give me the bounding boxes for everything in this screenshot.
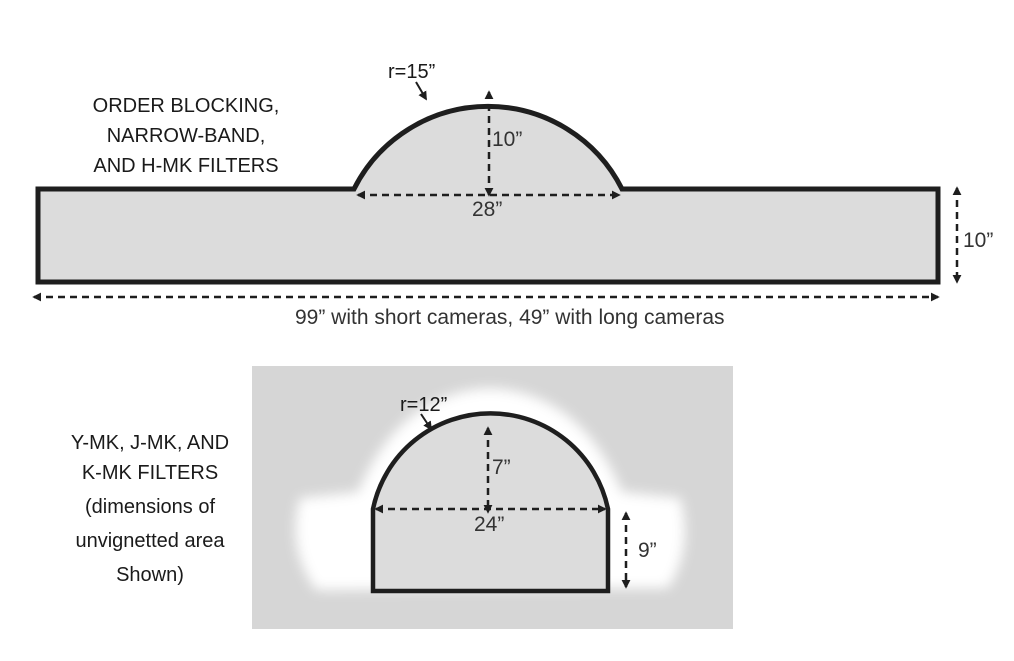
bottom-filter-caption: Y-MK, J-MK, AND K-MK FILTERS (dimensions…: [71, 432, 229, 586]
bottom-dome-width-label: 24”: [474, 513, 504, 536]
top-length-label: 99” with short cameras, 49” with long ca…: [295, 306, 725, 329]
top-caption-line: ORDER BLOCKING,: [93, 95, 280, 117]
top-radius-pointer: [415, 81, 427, 101]
top-filter-caption: ORDER BLOCKING, NARROW-BAND, AND H-MK FI…: [93, 95, 280, 177]
bottom-caption-line: (dimensions of: [85, 496, 216, 518]
bottom-caption-line: K-MK FILTERS: [82, 462, 218, 484]
bottom-radius-pointer: [420, 413, 432, 431]
top-caption-line: AND H-MK FILTERS: [93, 155, 278, 177]
top-filter-group: r=15” 10” 28” 10” 99” with short cameras…: [32, 61, 993, 329]
bottom-radius-label: r=12”: [400, 394, 447, 416]
bottom-caption-line: unvignetted area: [75, 530, 225, 552]
bottom-caption-line: Y-MK, J-MK, AND: [71, 432, 229, 454]
bottom-body-height-label: 9”: [638, 539, 657, 562]
top-dome-height-label: 10”: [492, 128, 522, 151]
top-radius-label: r=15”: [388, 61, 435, 83]
bottom-caption-line: Shown): [116, 564, 184, 586]
bottom-filter-group: r=12” 7” 24” 9” Y-MK, J-MK, AND K-MK FIL…: [71, 366, 733, 629]
top-caption-line: NARROW-BAND,: [107, 125, 266, 147]
top-body-height-label: 10”: [963, 229, 993, 252]
top-dome-width-label: 28”: [472, 198, 502, 221]
bottom-dome-height-label: 7”: [492, 456, 511, 479]
